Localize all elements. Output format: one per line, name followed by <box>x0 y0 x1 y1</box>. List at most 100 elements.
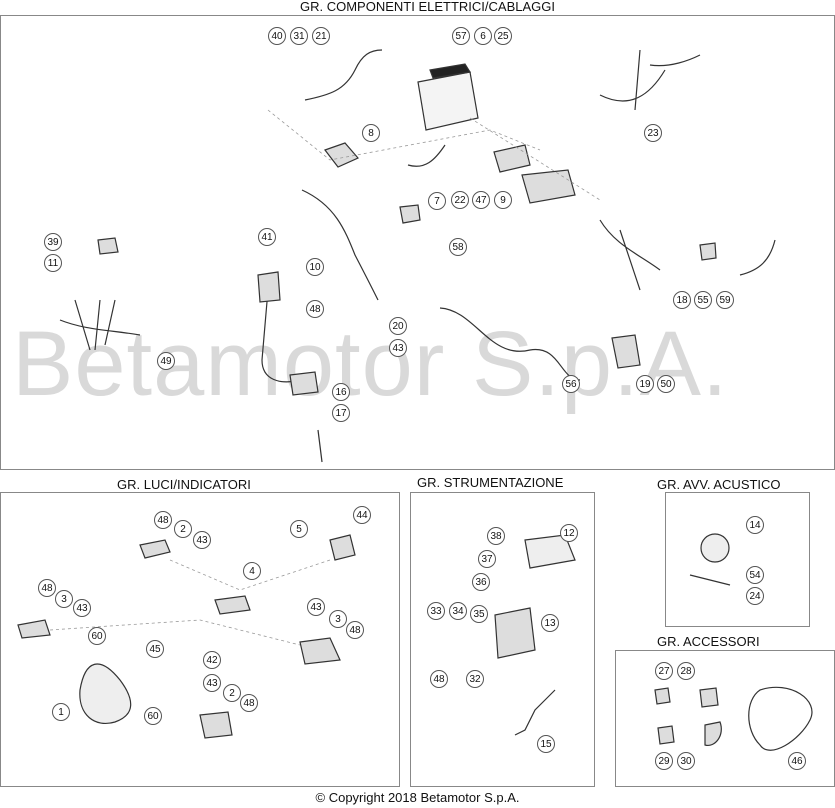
callout-lights-1: 1 <box>52 703 70 721</box>
callout-lights-4: 4 <box>243 562 261 580</box>
callout-56: 56 <box>562 375 580 393</box>
callout-acc-28: 28 <box>677 662 695 680</box>
headlight-1-drawing <box>79 663 132 724</box>
cable-21-drawing <box>304 49 383 101</box>
callout-lights-44: 44 <box>353 506 371 524</box>
callout-instr-12: 12 <box>560 524 578 542</box>
battery-drawing <box>417 63 479 131</box>
callout-lights-60a: 60 <box>88 627 106 645</box>
callout-lights-2b: 2 <box>223 684 241 702</box>
switch-19-drawing <box>611 334 641 369</box>
callout-horn-54: 54 <box>746 566 764 584</box>
callout-acc-29: 29 <box>655 752 673 770</box>
watermark: Betamotor S.p.A. <box>12 313 729 415</box>
relay-47-drawing <box>493 144 531 173</box>
callout-instr-48: 48 <box>430 670 448 688</box>
callout-57: 57 <box>452 27 470 45</box>
callout-lights-43c: 43 <box>307 598 325 616</box>
callout-lights-43d: 43 <box>203 674 221 692</box>
callout-31: 31 <box>290 27 308 45</box>
clip-28-drawing <box>699 687 719 708</box>
callout-horn-24: 24 <box>746 587 764 605</box>
callout-49: 49 <box>157 352 175 370</box>
callout-lights-5: 5 <box>290 520 308 538</box>
callout-40: 40 <box>268 27 286 45</box>
harness-59-drawing <box>739 239 776 276</box>
callout-47: 47 <box>472 191 490 209</box>
callout-acc-30: 30 <box>677 752 695 770</box>
callout-59: 59 <box>716 291 734 309</box>
callout-instr-15: 15 <box>537 735 555 753</box>
callout-6: 6 <box>474 27 492 45</box>
indicator-3-right-drawing <box>299 637 341 665</box>
harness-18-drawing <box>599 219 661 291</box>
dashboard-12-drawing <box>524 534 576 569</box>
section-title-lights: GR. LUCI/INDICATORI <box>117 477 251 492</box>
callout-20: 20 <box>389 317 407 335</box>
horn-14-drawing <box>700 533 730 563</box>
callout-lights-48c: 48 <box>346 621 364 639</box>
relay-8-drawing <box>324 142 359 168</box>
callout-lights-43a: 43 <box>193 531 211 549</box>
callout-horn-14: 14 <box>746 516 764 534</box>
callout-39: 39 <box>44 233 62 251</box>
tail-light-5-drawing <box>329 534 356 561</box>
callout-lights-43b: 43 <box>73 599 91 617</box>
callout-instr-37: 37 <box>478 550 496 568</box>
indicator-3-left-drawing <box>17 619 51 639</box>
callout-7: 7 <box>428 192 446 210</box>
callout-41: 41 <box>258 228 276 246</box>
callout-acc-46: 46 <box>788 752 806 770</box>
part-7-drawing <box>399 204 421 224</box>
section-title-instruments: GR. STRUMENTAZIONE <box>417 475 564 490</box>
callout-instr-38: 38 <box>487 527 505 545</box>
instruments-panel <box>410 492 595 787</box>
callout-instr-32: 32 <box>466 670 484 688</box>
section-title-horn: GR. AVV. ACUSTICO <box>657 477 781 492</box>
sensor-15-drawing <box>514 689 556 736</box>
callout-11: 11 <box>44 254 62 272</box>
clip-27-drawing <box>654 687 671 705</box>
clip-29-drawing <box>657 725 675 745</box>
cable-16-drawing <box>261 289 301 383</box>
callout-lights-48d: 48 <box>240 694 258 712</box>
cap-16-drawing <box>289 371 319 396</box>
callout-lights-3a: 3 <box>55 590 73 608</box>
indicator-2-top-drawing <box>139 539 171 559</box>
callout-instr-35: 35 <box>470 605 488 623</box>
callout-9: 9 <box>494 191 512 209</box>
spark-plug-17-drawing <box>317 429 323 463</box>
callout-instr-13: 13 <box>541 614 559 632</box>
callout-instr-36: 36 <box>472 573 490 591</box>
callout-lights-2a: 2 <box>174 520 192 538</box>
callout-8: 8 <box>362 124 380 142</box>
section-title-accessories: GR. ACCESSORI <box>657 634 760 649</box>
callout-lights-45: 45 <box>146 640 164 658</box>
part-55-drawing <box>699 242 717 261</box>
copyright-text: © Copyright 2018 Betamotor S.p.A. <box>315 790 520 805</box>
callout-lights-60b: 60 <box>144 707 162 725</box>
callout-19: 19 <box>636 375 654 393</box>
part-11-drawing <box>97 237 119 255</box>
callout-21: 21 <box>312 27 330 45</box>
horn-bracket-24-drawing <box>689 574 731 586</box>
harness-49-drawing <box>59 299 141 351</box>
bracket-4-drawing <box>214 595 251 615</box>
callout-lights-42: 42 <box>203 651 221 669</box>
callout-instr-33: 33 <box>427 602 445 620</box>
lights-panel <box>0 492 400 787</box>
coil-10-drawing <box>257 271 281 303</box>
callout-23: 23 <box>644 124 662 142</box>
callout-48: 48 <box>306 300 324 318</box>
cable-56-drawing <box>439 307 581 381</box>
callout-22: 22 <box>451 191 469 209</box>
callout-10: 10 <box>306 258 324 276</box>
callout-16: 16 <box>332 383 350 401</box>
cable-22-drawing <box>407 144 446 167</box>
callout-43: 43 <box>389 339 407 357</box>
callout-lights-48b: 48 <box>38 579 56 597</box>
callout-instr-34: 34 <box>449 602 467 620</box>
callout-acc-27: 27 <box>655 662 673 680</box>
callout-lights-48a: 48 <box>154 511 172 529</box>
